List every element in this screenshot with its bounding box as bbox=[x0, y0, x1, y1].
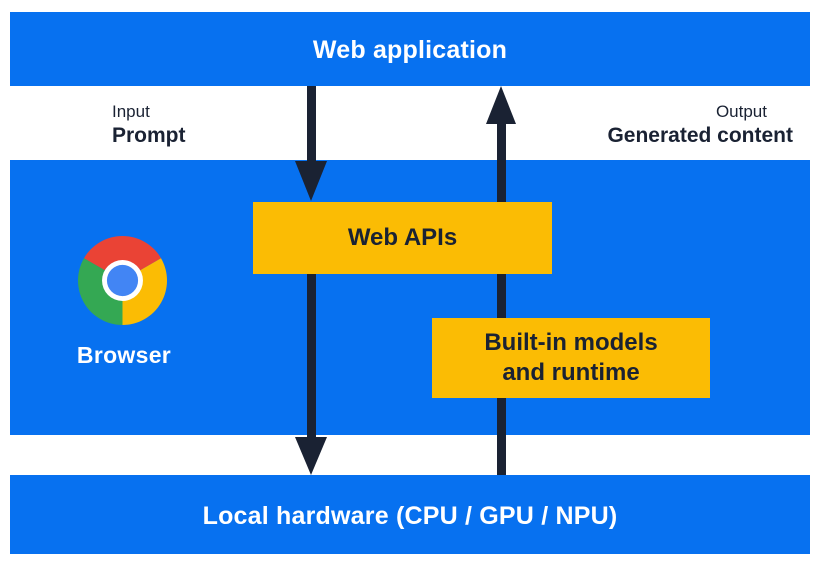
input-label: Input bbox=[112, 102, 150, 121]
web-application-label: Web application bbox=[312, 36, 508, 64]
chrome-icon bbox=[78, 236, 167, 325]
output-label: Output bbox=[715, 102, 767, 121]
local-hardware-label: Local hardware (CPU / GPU / NPU) bbox=[202, 502, 618, 530]
input-value-label: Prompt bbox=[112, 124, 186, 147]
builtin-models-label-line2: and runtime bbox=[502, 359, 640, 386]
prompt-flow-arrowhead-into-webapis bbox=[295, 161, 327, 201]
builtin-models-label-line1: Built-in models bbox=[484, 329, 658, 356]
web-application-bar bbox=[10, 12, 810, 86]
builtin-models-box: Built-in models and runtime bbox=[432, 318, 710, 398]
local-hardware-bar bbox=[10, 475, 810, 554]
generated-content-flow-arrowhead bbox=[486, 86, 516, 124]
web-apis-box: Web APIs bbox=[253, 202, 552, 274]
generated-content-flow-line bbox=[497, 122, 506, 475]
web-apis-label: Web APIs bbox=[347, 224, 458, 251]
output-labels: Output Generated content bbox=[607, 100, 793, 148]
output-value-label: Generated content bbox=[607, 124, 793, 147]
prompt-flow-line-upper bbox=[307, 86, 316, 164]
prompt-flow-arrowhead-into-hardware bbox=[295, 437, 327, 475]
input-labels: Input Prompt bbox=[112, 100, 186, 148]
prompt-flow-line-lower bbox=[307, 274, 316, 440]
browser-label: Browser bbox=[76, 342, 172, 368]
